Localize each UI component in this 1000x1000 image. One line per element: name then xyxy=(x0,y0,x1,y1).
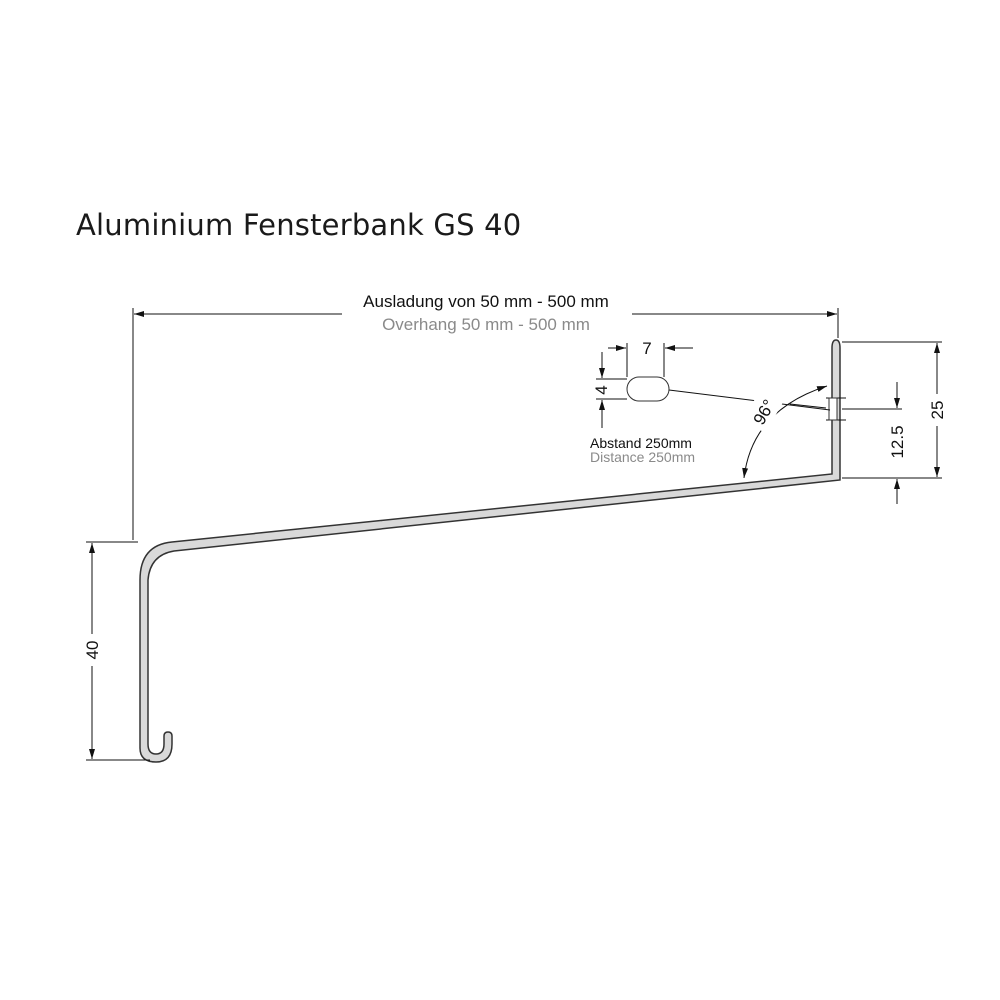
overhang-label-en: Overhang 50 mm - 500 mm xyxy=(382,315,590,334)
height-right-label-bg xyxy=(927,394,949,426)
hole-height-label-bg xyxy=(886,420,908,464)
overhang-label-bg xyxy=(342,288,632,338)
slot-leader-line xyxy=(668,389,831,411)
height-left-label: 40 xyxy=(83,641,102,660)
angle-label-bg xyxy=(742,388,784,434)
hole-marker xyxy=(828,397,838,421)
overhang-label-de: Ausladung von 50 mm - 500 mm xyxy=(363,292,609,311)
slot-width-label: 7 xyxy=(642,339,651,358)
slot-detail xyxy=(626,376,670,402)
hole-height-label: 12.5 xyxy=(888,425,907,458)
spacing-label-en: Distance 250mm xyxy=(590,449,695,465)
height-right-label: 25 xyxy=(928,401,947,420)
sill-profile xyxy=(139,339,841,763)
height-left-label-bg xyxy=(81,634,103,666)
slot-height-label: 4 xyxy=(592,385,611,394)
drawing-title: Aluminium Fensterbank GS 40 xyxy=(76,208,522,242)
spacing-label-de: Abstand 250mm xyxy=(590,435,692,451)
